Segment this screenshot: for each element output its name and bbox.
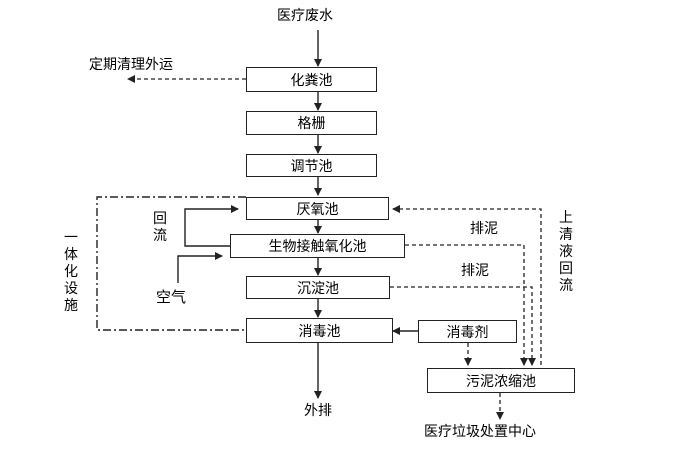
sludge-line-2 [390, 286, 536, 366]
disinfectant-box: 消毒剂 [418, 320, 517, 343]
sludge-line-1 [405, 244, 528, 366]
sludge-discharge-label-1: 排泥 [470, 221, 498, 237]
septic-tank-box: 化粪池 [246, 67, 377, 92]
sedimentation-tank-box: 沉淀池 [246, 276, 390, 299]
supernatant-return-line [392, 205, 542, 365]
regulating-tank-box: 调节池 [246, 154, 377, 177]
air-feed-line [177, 252, 223, 283]
contact-oxidation-tank-box: 生物接触氧化池 [230, 234, 405, 258]
integrated-facility-boundary [96, 196, 246, 331]
periodic-cleaning-label: 定期清理外运 [89, 57, 173, 73]
title-medical-wastewater: 医疗废水 [277, 8, 333, 24]
return-flow-line [184, 205, 239, 247]
grille-box: 格栅 [246, 111, 377, 135]
sludge-thickening-tank-box: 污泥浓缩池 [427, 368, 575, 393]
integrated-facility-label: 一体化设施 [64, 230, 78, 314]
anoxic-tank-box: 厌氧池 [246, 197, 389, 220]
return-flow-label: 回流 [153, 211, 167, 244]
disinfection-tank-box: 消毒池 [246, 318, 393, 343]
air-label: 空气 [156, 288, 187, 306]
medical-waste-center-label: 医疗垃圾处置中心 [424, 424, 536, 440]
sludge-discharge-label-2: 排泥 [461, 263, 489, 279]
supernatant-return-label: 上清液回流 [559, 210, 573, 294]
discharge-label: 外排 [304, 403, 332, 419]
